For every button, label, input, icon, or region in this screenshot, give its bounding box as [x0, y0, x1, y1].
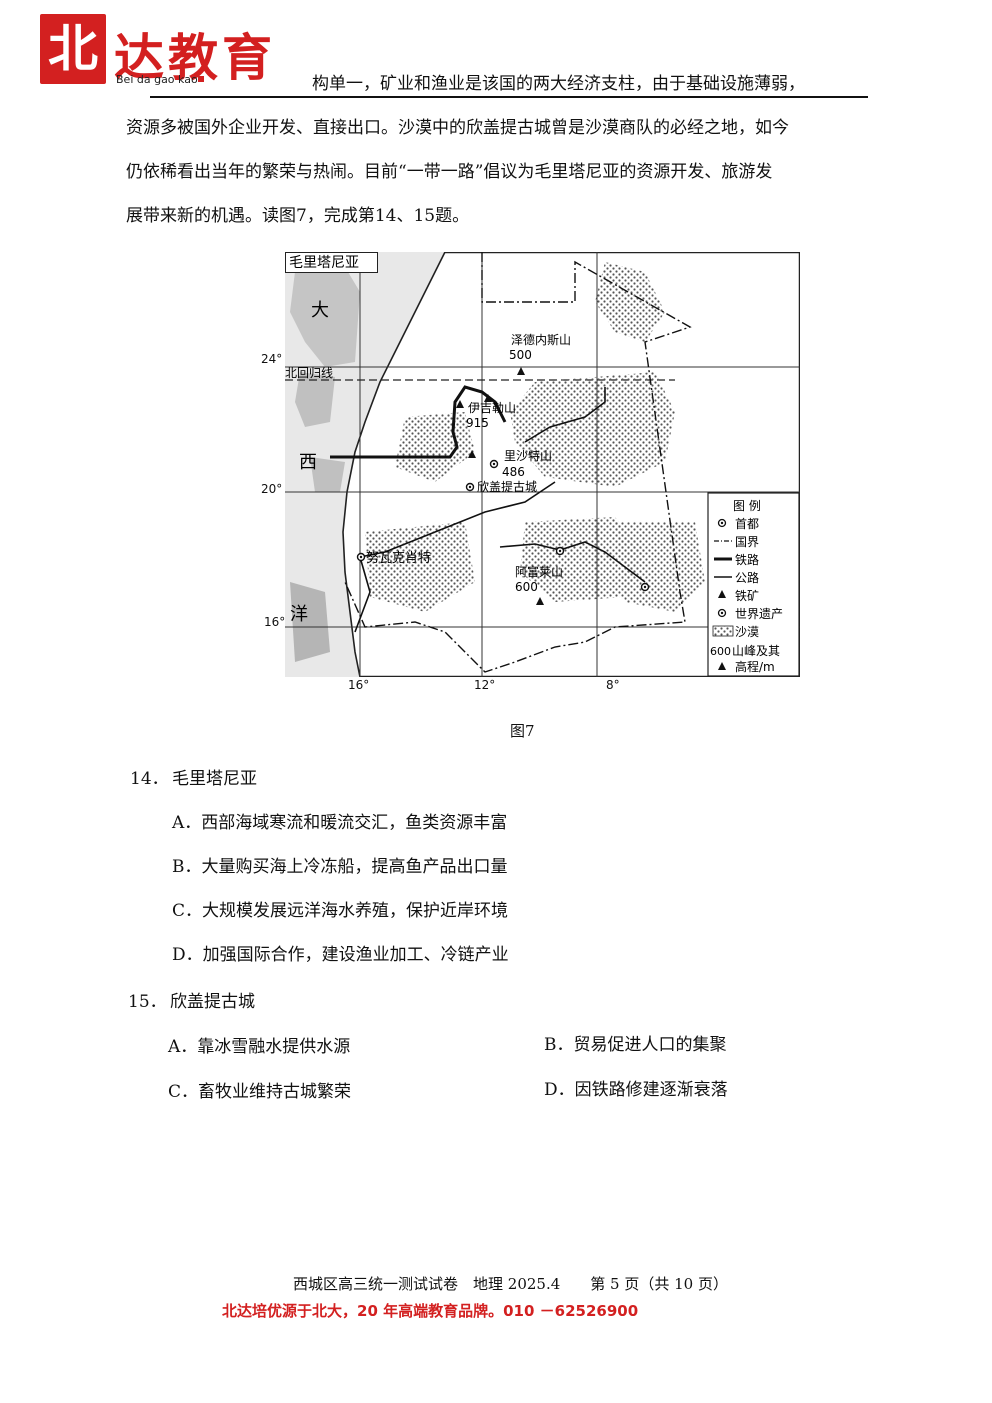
- option-text: 靠冰雪融水提供水源: [197, 1037, 351, 1057]
- mauritania-map: 毛里塔尼亚 大 西 洋 24° 北回归线 泽德内斯山 500 伊吉勒山 915 …: [285, 252, 800, 677]
- brand-pinyin: Bei da gao kao: [116, 73, 198, 86]
- railway-line: [330, 385, 507, 459]
- label-ijill: 伊吉勒山: [468, 401, 516, 415]
- legend-title: 图 例: [733, 499, 761, 513]
- desert-southeast: [615, 522, 705, 612]
- option-text: 畜牧业维持古城繁荣: [198, 1082, 352, 1102]
- q14-option-d[interactable]: D．加强国际合作，建设渔业加工、冷链产业: [172, 940, 509, 965]
- option-letter: D．: [172, 945, 203, 965]
- promo-line: 北达培优源于北大，20 年高端教育品牌。010 －62526900: [222, 1302, 639, 1320]
- option-letter: C．: [172, 901, 203, 921]
- q15-option-c[interactable]: C．畜牧业维持古城繁荣: [168, 1077, 351, 1102]
- legend-desert: 沙漠: [735, 625, 759, 639]
- lat-label-24: 24°: [261, 352, 283, 366]
- road-3: [499, 541, 646, 583]
- label-chinguetti: 欣盖提古城: [477, 479, 537, 494]
- logo-char: 北: [48, 20, 98, 78]
- iron-ore-icon: [468, 450, 476, 458]
- mountain-icon: [484, 394, 492, 402]
- lat-label-16: 16°: [264, 615, 286, 629]
- legend-peak-label-2: 高程/m: [735, 659, 775, 674]
- option-letter: B．: [544, 1035, 574, 1055]
- map-title: 毛里塔尼亚: [289, 255, 359, 271]
- option-letter: C．: [168, 1082, 199, 1102]
- desert-southwest: [365, 522, 475, 612]
- question-15-stem: 欣盖提古城: [170, 992, 255, 1012]
- brand-name: 达教育: [114, 29, 276, 87]
- option-letter: A．: [172, 813, 202, 833]
- option-text: 大规模发展远洋海水养殖，保护近岸环境: [202, 901, 509, 921]
- passage-line-1: 构单一，矿业和渔业是该国的两大经济支柱，由于基础设施薄弱，: [312, 74, 805, 94]
- desert-west: [395, 412, 475, 482]
- ocean-char-3: 洋: [290, 604, 308, 625]
- question-15-number: 15．: [128, 992, 167, 1012]
- label-adrar: 阿富莱山: [515, 564, 563, 579]
- label-richat: 里沙特山: [504, 448, 552, 463]
- passage-line-4: 展带来新的机遇。读图7，完成第14、15题。: [126, 206, 470, 226]
- figure-caption: 图7: [510, 722, 535, 740]
- road-4: [524, 387, 606, 443]
- q14-option-c[interactable]: C．大规模发展远洋海水养殖，保护近岸环境: [172, 896, 508, 921]
- header-rule: [150, 96, 868, 98]
- mountain-icon: [536, 597, 544, 605]
- logo-badge: [40, 14, 106, 84]
- option-text: 因铁路修建逐渐衰落: [574, 1080, 728, 1100]
- road-2: [354, 556, 371, 633]
- lon-label-16: 16°: [348, 678, 370, 692]
- label-capital: 努瓦克肖特: [366, 551, 431, 566]
- tropic-label: 北回归线: [285, 366, 333, 380]
- legend-heritage: 世界遗产: [735, 607, 783, 621]
- label-richat-elev: 486: [502, 465, 525, 479]
- iron-ore-icon: [456, 400, 464, 408]
- legend-border: 国界: [735, 535, 759, 549]
- question-14-stem: 毛里塔尼亚: [172, 769, 257, 789]
- lon-label-8: 8°: [606, 678, 620, 692]
- ocean-char-2: 西: [299, 452, 317, 473]
- legend-road: 公路: [735, 570, 759, 585]
- national-border: [344, 252, 692, 673]
- q15-option-a[interactable]: A．靠冰雪融水提供水源: [168, 1032, 350, 1057]
- q14-option-a[interactable]: A．西部海域寒流和暖流交汇，鱼类资源丰富: [172, 808, 507, 833]
- ocean-char-1: 大: [311, 300, 329, 321]
- option-text: 贸易促进人口的集聚: [573, 1035, 727, 1055]
- option-letter: A．: [168, 1037, 198, 1057]
- option-text: 加强国际合作，建设渔业加工、冷链产业: [202, 945, 509, 965]
- legend-iron-ore: 铁矿: [735, 589, 759, 603]
- option-letter: B．: [172, 857, 202, 877]
- desert-north: [595, 262, 665, 342]
- label-ijill-elev: 915: [466, 416, 489, 430]
- question-14-number: 14．: [130, 769, 169, 789]
- passage-line-3: 仍依稀看出当年的繁荣与热闹。目前“一带一路”倡议为毛里塔尼亚的资源开发、旅游发: [126, 162, 773, 182]
- desert-center: [510, 372, 675, 487]
- passage-line-2: 资源多被国外企业开发、直接出口。沙漠中的欣盖提古城曾是沙漠商队的必经之地，如今: [126, 118, 789, 138]
- legend-railway: 铁路: [735, 552, 759, 567]
- option-text: 西部海域寒流和暖流交汇，鱼类资源丰富: [201, 813, 508, 833]
- label-zemmour-elev: 500: [509, 348, 532, 362]
- q15-option-b[interactable]: B．贸易促进人口的集聚: [544, 1030, 727, 1055]
- brand-square-icon: [198, 76, 204, 82]
- exam-footer: 西城区高三统一测试试卷 地理 2025.4 第 5 页（共 10 页）: [293, 1275, 728, 1293]
- legend-peak-num: 600: [710, 645, 731, 658]
- label-adrar-elev: 600: [515, 580, 538, 594]
- coastline: [342, 252, 446, 677]
- q15-option-d[interactable]: D．因铁路修建逐渐衰落: [544, 1075, 728, 1100]
- legend-peak-label-1: 山峰及其: [732, 644, 780, 658]
- q14-option-b[interactable]: B．大量购买海上冷冻船，提高鱼产品出口量: [172, 852, 508, 877]
- mountain-icon: [517, 367, 525, 375]
- option-letter: D．: [544, 1080, 575, 1100]
- lon-label-12: 12°: [474, 678, 496, 692]
- desert-south: [520, 517, 645, 602]
- label-zemmour: 泽德内斯山: [511, 332, 571, 347]
- option-text: 大量购买海上冷冻船，提高鱼产品出口量: [201, 857, 508, 877]
- road-1: [359, 481, 556, 558]
- lat-label-20: 20°: [261, 482, 283, 496]
- legend-capital: 首都: [735, 517, 759, 531]
